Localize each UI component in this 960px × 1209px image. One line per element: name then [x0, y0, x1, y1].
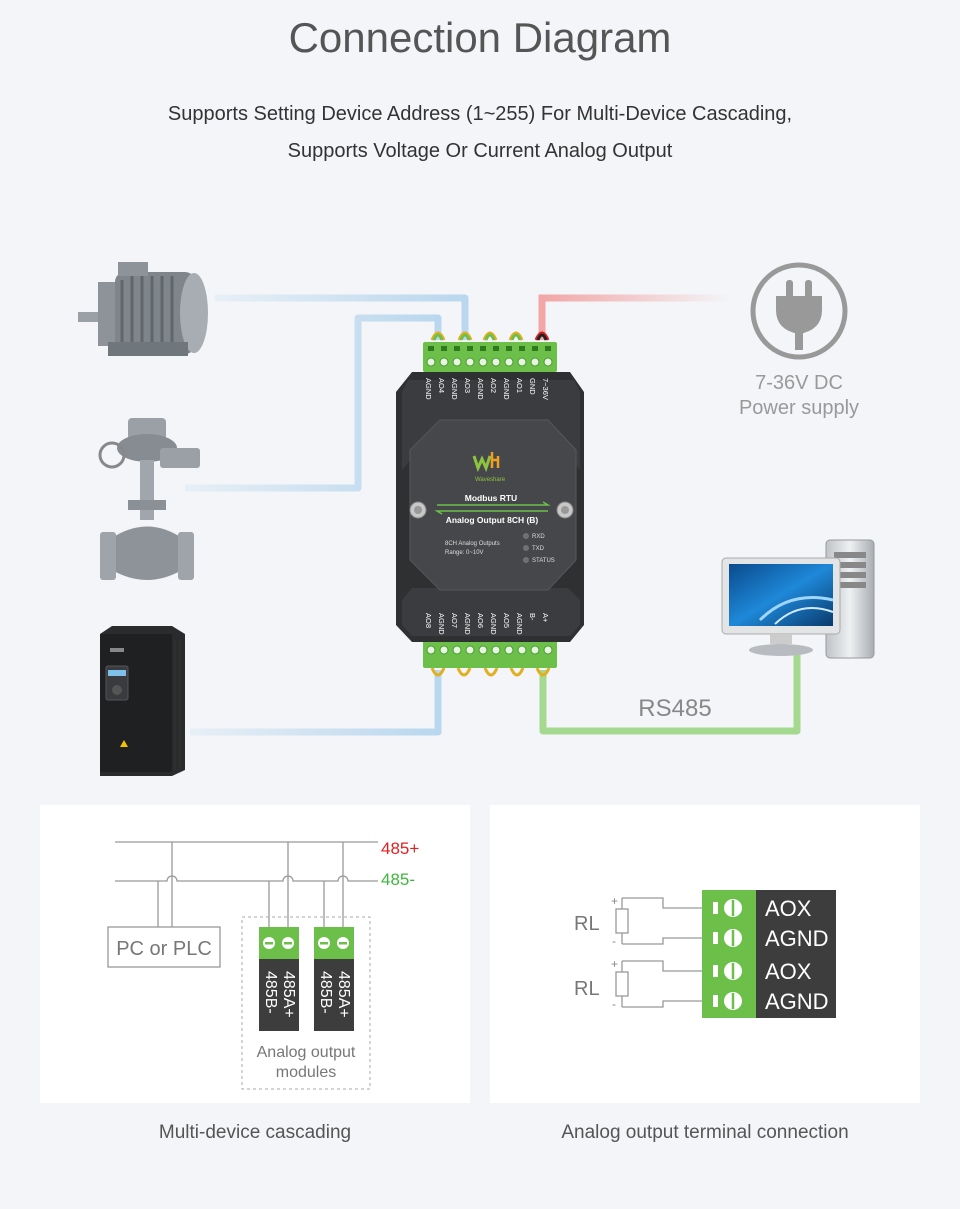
desc-line-2: Range: 0~10V [445, 550, 484, 556]
pin-label: AGND [424, 378, 433, 400]
rs485-label: RS485 [638, 695, 711, 722]
valve-actuator-icon [98, 418, 200, 580]
load-label-2: RL [574, 978, 600, 1000]
minus-sign-1: - [612, 934, 616, 948]
pin-label: AGND [502, 378, 511, 400]
waveshare-logo-icon [472, 452, 500, 473]
page-title: Connection Diagram [288, 14, 672, 61]
cascade-diagram: 485+ 485- PC or PLC 485A+ 485B- 485A+ 48… [107, 839, 419, 1090]
module-1-pin-2: 485B- [262, 971, 279, 1014]
plus-sign-2: + [611, 957, 618, 971]
signal-wires [185, 245, 521, 736]
terminal-diagram: AOX AGND AOX AGND RL RL + - + - [574, 890, 836, 1018]
arrow-right-icon [437, 501, 551, 506]
led-txd-label: TXD [532, 546, 545, 552]
logo-text: Waveshare [475, 477, 506, 483]
terminal-dark-block [756, 890, 836, 1018]
power-label-line-2: Power supply [739, 397, 859, 419]
subtitle-line-2: Supports Voltage Or Current Analog Outpu… [287, 140, 673, 162]
led-rxd-label: RXD [532, 534, 545, 540]
bottom-pin-labels: AO8 AGND AO7 AGND AO6 AGND AO5 AGND B- A+ [424, 613, 550, 635]
pin-aox-1: AOX [765, 896, 812, 921]
top-terminal-screws [428, 346, 551, 351]
module-2-pin-1: 485A+ [335, 971, 352, 1018]
mounting-screw-icon [409, 501, 574, 519]
rs485-wire [539, 648, 801, 735]
group-label-line-2: modules [276, 1064, 336, 1081]
pin-label: AGND [515, 613, 524, 635]
pin-label: AO8 [424, 613, 433, 628]
connection-diagram: RS485 [78, 245, 875, 776]
motor-icon [78, 262, 208, 356]
computer-icon [721, 539, 875, 659]
bus-minus-label: 485- [381, 870, 415, 889]
terminal-caption: Analog output terminal connection [561, 1122, 849, 1143]
wire-leads-top [430, 331, 550, 341]
pin-label: AGND [450, 378, 459, 400]
pin-agnd-2: AGND [765, 989, 829, 1014]
pin-label: AGND [437, 613, 446, 635]
pin-label: AO4 [437, 378, 446, 393]
pin-label: GND [528, 378, 537, 395]
pin-label: A+ [541, 613, 550, 623]
bus-plus-label: 485+ [381, 839, 419, 858]
txd-led-icon [523, 545, 529, 551]
terminal-panel: AOX AGND AOX AGND RL RL + - + - [490, 805, 920, 1103]
pin-label: B- [528, 613, 537, 621]
pin-label: AO6 [476, 613, 485, 628]
cascade-caption: Multi-device cascading [158, 1122, 352, 1143]
wire-leads-bottom [430, 667, 551, 677]
minus-sign-2: - [612, 997, 616, 1011]
analog-module-2: 485A+ 485B- [314, 927, 354, 1031]
pin-label: AGND [476, 378, 485, 400]
rxd-led-icon [523, 533, 529, 539]
power-wire [538, 294, 730, 340]
group-label-line-1: Analog output [257, 1044, 356, 1061]
module-2-pin-2: 485B- [317, 971, 334, 1014]
pin-label: AO5 [502, 613, 511, 628]
power-plug-icon [750, 262, 848, 360]
bus-label: Modbus RTU [465, 493, 517, 503]
load-label-1: RL [574, 913, 600, 935]
led-status-label: STATUS [532, 558, 555, 564]
pin-aox-2: AOX [765, 959, 812, 984]
cascade-panel: 485+ 485- PC or PLC 485A+ 485B- 485A+ 48… [40, 805, 470, 1103]
pin-label: AGND [489, 613, 498, 635]
plus-sign-1: + [611, 894, 618, 908]
module-1-pin-1: 485A+ [280, 971, 297, 1018]
analog-module-1: 485A+ 485B- [259, 927, 299, 1031]
arrow-left-icon [434, 510, 548, 515]
pc-plc-label: PC or PLC [116, 938, 212, 960]
pin-agnd-1: AGND [765, 926, 829, 951]
subtitle-line-1: Supports Setting Device Address (1~255) … [167, 103, 793, 125]
frequency-inverter-icon [100, 626, 185, 776]
power-label-line-1: 7-36V DC [755, 372, 843, 394]
status-led-icon [523, 557, 529, 563]
model-label: Analog Output 8CH (B) [446, 515, 539, 525]
pin-label: AO1 [515, 378, 524, 393]
pc-plc-box [107, 926, 221, 968]
pin-label: AO3 [463, 378, 472, 393]
top-pin-labels: AGND AO4 AGND AO3 AGND AO2 AGND AO1 GND 7~36V [424, 378, 550, 400]
pin-label: AO7 [450, 613, 459, 628]
pin-label: 7~36V [541, 378, 550, 400]
desc-line-1: 8CH Analog Outputs [445, 541, 500, 547]
pin-label: AGND [463, 613, 472, 635]
pin-label: AO2 [489, 378, 498, 393]
